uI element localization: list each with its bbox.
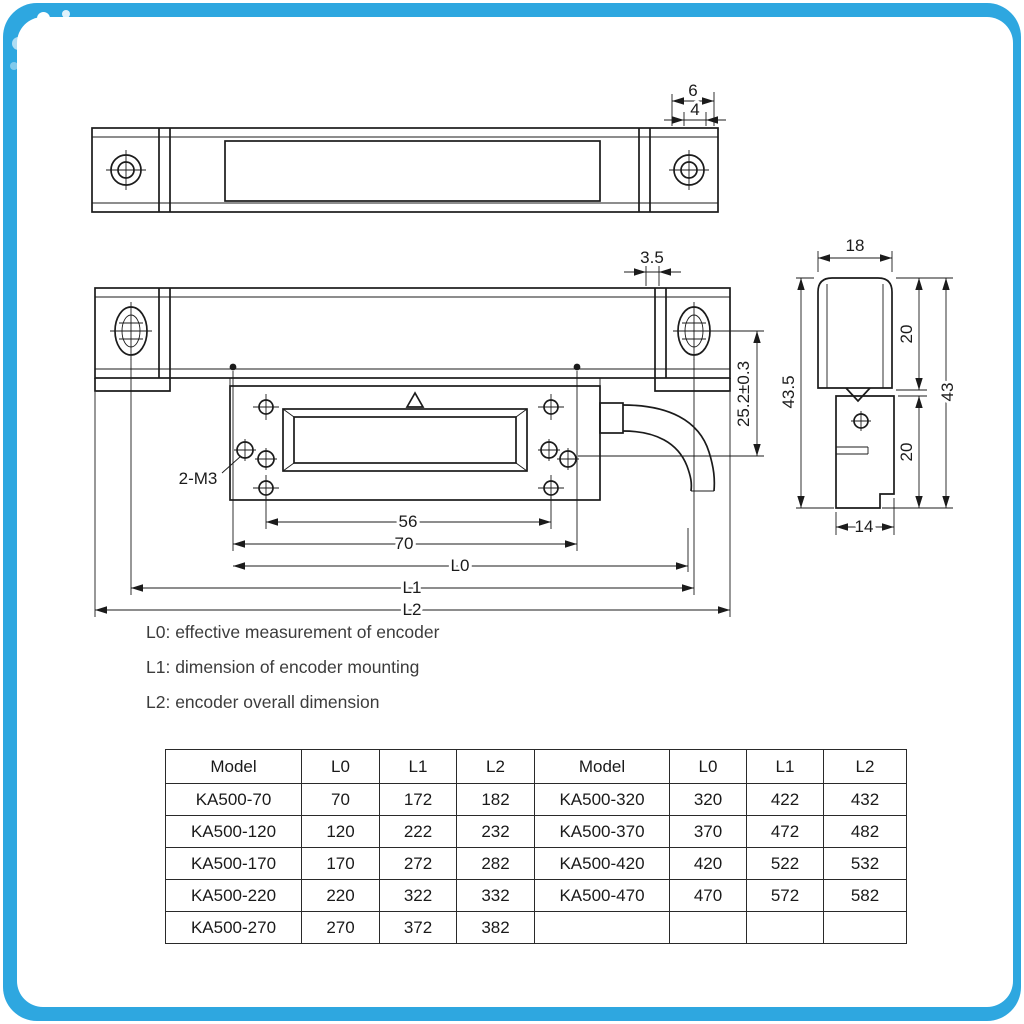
table-header-cell: L2 [456,749,535,784]
table-cell: 372 [379,911,457,944]
legend-l2: L2: encoder overall dimension [146,692,380,712]
dim-label-l1: L1 [403,578,422,597]
table-cell: 432 [823,783,907,816]
dim-label-3-5: 3.5 [640,248,664,267]
table-cell: KA500-120 [165,815,302,848]
table-cell: 422 [746,783,824,816]
table-header-cell: Model [534,749,670,784]
table-cell: 322 [379,879,457,912]
front-view: 2-M3 3.5 25.2±0.3 [94,245,764,622]
table-header-cell: Model [165,749,302,784]
table-cell: 270 [301,911,380,944]
legend-l0: L0: effective measurement of encoder [146,622,440,642]
table-cell [669,911,747,944]
mounting-slot [110,302,152,360]
dim-label-14: 14 [855,517,874,536]
legend-l1: L1: dimension of encoder mounting [146,657,420,677]
screw-hole [253,394,564,501]
table-cell [534,911,670,944]
cable [599,402,716,492]
table-header-cell: L0 [669,749,747,784]
table-header-cell: L1 [379,749,457,784]
legend: L0: effective measurement of encoder L1:… [146,622,439,727]
decor-dot [62,10,70,18]
dim-label-43-5: 43.5 [779,375,798,408]
table-cell: 332 [456,879,535,912]
table-cell: 120 [301,815,380,848]
table-cell: 172 [379,783,457,816]
top-view: 6 4 [91,78,726,213]
table-cell: 522 [746,847,824,880]
side-hole [851,411,871,431]
dim-label-56: 56 [399,512,418,531]
dim-label-6: 6 [688,81,697,100]
table-cell: KA500-370 [534,815,670,848]
table-cell [823,911,907,944]
dim-label-offset: 25.2±0.3 [734,361,753,427]
table-cell: 70 [301,783,380,816]
dim-label-4: 4 [690,100,699,119]
table-cell: 282 [456,847,535,880]
table-cell: KA500-70 [165,783,302,816]
mounting-hole [669,150,709,190]
table-cell: 222 [379,815,457,848]
table-cell: KA500-320 [534,783,670,816]
mounting-hole [106,150,146,190]
table-cell: 272 [379,847,457,880]
dim-label-43: 43 [938,383,957,402]
m3-thread-hole [234,439,579,470]
table-cell: 370 [669,815,747,848]
table-cell: KA500-170 [165,847,302,880]
table-cell: KA500-220 [165,879,302,912]
dim-label-18: 18 [846,236,865,255]
table-cell: KA500-270 [165,911,302,944]
table-cell: 532 [823,847,907,880]
dim-label-l2: L2 [403,600,422,619]
dim-label-20-bottom: 20 [897,443,916,462]
mounting-slot [673,302,715,360]
table-cell: 232 [456,815,535,848]
table-cell: 170 [301,847,380,880]
side-view: 18 20 20 43 43.5 14 [776,233,960,539]
table-cell: 582 [823,879,907,912]
decor-dot [10,62,18,70]
dim-label-20-top: 20 [897,325,916,344]
table-cell: 572 [746,879,824,912]
table-cell [746,911,824,944]
table-header-cell: L2 [823,749,907,784]
table-cell: 470 [669,879,747,912]
table-cell: 182 [456,783,535,816]
display-window [282,408,528,472]
dim-label-l0: L0 [451,556,470,575]
dim-label-2-m3: 2-M3 [179,469,218,488]
table-cell: 320 [669,783,747,816]
table-cell: KA500-470 [534,879,670,912]
reader-head: 2-M3 [176,378,601,501]
table-cell: 220 [301,879,380,912]
table-header-cell: L0 [301,749,380,784]
table-cell: KA500-420 [534,847,670,880]
table-header-cell: L1 [746,749,824,784]
table-cell: 420 [669,847,747,880]
dim-label-70: 70 [395,534,414,553]
table-cell: 482 [823,815,907,848]
table-cell: 382 [456,911,535,944]
table-cell: 472 [746,815,824,848]
